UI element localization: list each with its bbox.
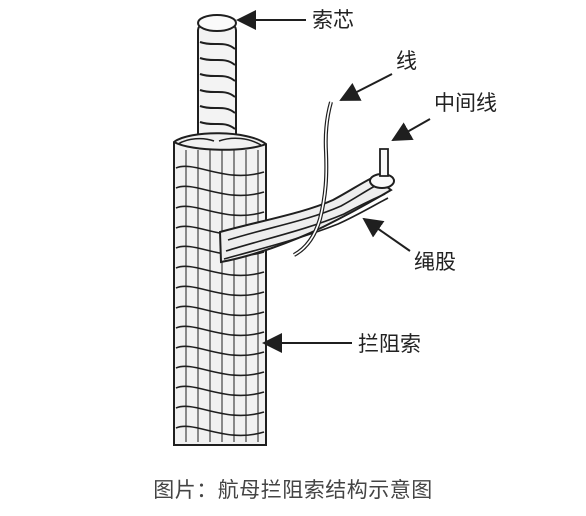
strand-arrow — [362, 217, 411, 252]
wire-arrow — [339, 73, 393, 101]
wire-illustration — [292, 101, 333, 257]
core-illustration — [197, 14, 237, 139]
diagram-caption: 图片：航母拦阻索结构示意图 — [153, 478, 433, 502]
strand-label: 绳股 — [414, 250, 456, 274]
wire-label: 线 — [396, 49, 417, 73]
strand-illustration — [218, 148, 395, 264]
cable-label: 拦阻索 — [358, 332, 421, 356]
core-label: 索芯 — [312, 8, 354, 32]
center-wire-arrow — [391, 118, 431, 141]
center-wire-label: 中间线 — [434, 91, 497, 115]
main-cable-illustration — [173, 132, 267, 446]
